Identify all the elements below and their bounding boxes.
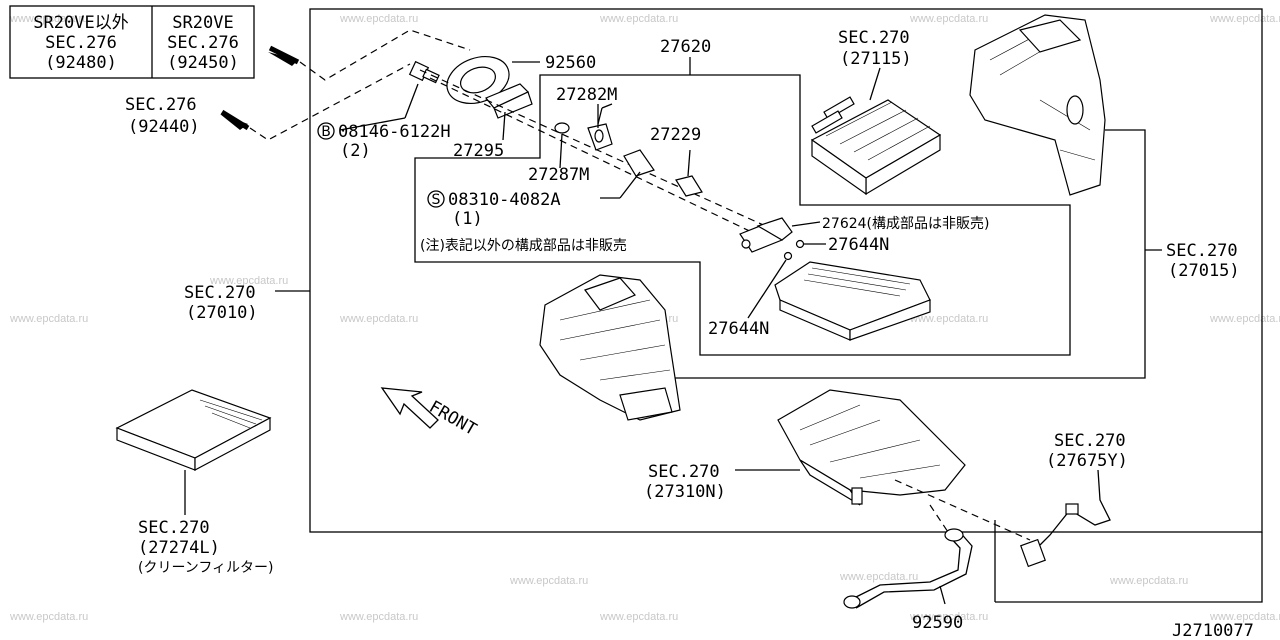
- label-27295[interactable]: 27295: [453, 141, 504, 161]
- ref-right-line2[interactable]: SEC.276: [167, 33, 239, 53]
- watermark: www.epcdata.ru: [509, 575, 588, 587]
- label-sec270-27010[interactable]: SEC.270: [184, 283, 256, 303]
- ref-table: SR20VE以外 SEC.276 (92480) SR20VE SEC.276 …: [9, 5, 255, 79]
- heater-core-part: [810, 96, 942, 196]
- label-sec270-27274l[interactable]: SEC.270: [138, 518, 210, 538]
- ref-right-line1: SR20VE: [172, 13, 233, 33]
- label-clean-filter: (クリーンフィルター): [138, 560, 274, 576]
- screw-marker-letter: S: [432, 192, 441, 208]
- label-bolt-code[interactable]: 08146-6122H: [338, 122, 451, 142]
- label-27229[interactable]: 27229: [650, 125, 701, 145]
- watermark: www.epcdata.ru: [839, 571, 918, 583]
- intake-unit-part: [539, 274, 681, 421]
- bracket-lower-right: [995, 532, 1263, 603]
- leader-dash: [894, 479, 1031, 541]
- bracket-27015: [665, 129, 1146, 379]
- arrow-icon: [268, 45, 300, 65]
- leader-dash: [929, 504, 951, 536]
- clip-part: [675, 149, 703, 197]
- sensor-part: [1020, 469, 1111, 568]
- watermark: www.epcdata.ru: [339, 611, 418, 623]
- label-27310n: (27310N): [644, 482, 726, 502]
- ring-part: [783, 251, 793, 261]
- label-bolt-qty: (2): [340, 141, 371, 161]
- watermark: www.epcdata.ru: [1109, 575, 1188, 587]
- watermark: www.epcdata.ru: [1209, 611, 1280, 623]
- watermark: www.epcdata.ru: [599, 611, 678, 623]
- note-text: (注)表記以外の構成部品は非販売: [420, 237, 627, 254]
- label-27274l: (27274L): [138, 538, 220, 558]
- screw-marker-icon: [427, 190, 445, 208]
- front-arrow: FRONT: [380, 387, 480, 440]
- lower-case-part: [777, 389, 966, 506]
- ref-left-line3: (92480): [45, 53, 117, 73]
- ref-left-line1: SR20VE以外: [33, 13, 128, 33]
- label-92590[interactable]: 92590: [912, 613, 963, 633]
- label-27620[interactable]: 27620: [660, 37, 711, 57]
- watermark: www.epcdata.ru: [909, 611, 988, 623]
- actuator-part: [739, 217, 821, 253]
- label-92560[interactable]: 92560: [545, 53, 596, 73]
- bolt-part: [404, 60, 440, 119]
- arrow-icon: [268, 52, 298, 66]
- bracket-part: [485, 83, 533, 141]
- label-sec276[interactable]: SEC.276: [125, 95, 197, 115]
- watermark: www.epcdata.ru: [909, 13, 988, 25]
- label-sec270-27015[interactable]: SEC.270: [1166, 241, 1238, 261]
- watermark: www.epcdata.ru: [9, 611, 88, 623]
- screw-part: [619, 149, 655, 199]
- cabin-filter-part: [115, 389, 272, 515]
- watermark: www.epcdata.ru: [1209, 13, 1280, 25]
- label-sec270-27310n[interactable]: SEC.270: [648, 462, 720, 482]
- subassembly-outline: [414, 74, 1071, 356]
- ref-table-border: [9, 5, 255, 79]
- label-27644n-lower[interactable]: 27644N: [708, 319, 769, 339]
- part-27282m: [587, 103, 613, 151]
- shaft-dash: [429, 77, 761, 237]
- label-27010: (27010): [186, 303, 258, 323]
- washer-part: [554, 122, 570, 169]
- leader-27115: [869, 67, 881, 101]
- watermark: www.epcdata.ru: [339, 13, 418, 25]
- main-frame: [309, 8, 1263, 533]
- watermark: www.epcdata.ru: [909, 313, 988, 325]
- label-front: FRONT: [426, 397, 480, 440]
- label-27015: (27015): [1168, 261, 1240, 281]
- label-27115: (27115): [840, 49, 912, 69]
- label-92440: (92440): [128, 117, 200, 137]
- label-screw-qty: (1): [452, 209, 483, 229]
- label-screw-code[interactable]: 08310-4082A: [448, 190, 561, 210]
- ring-part: [795, 239, 805, 249]
- label-27675y: (27675Y): [1046, 451, 1128, 471]
- ref-left-line2[interactable]: SEC.276: [45, 33, 117, 53]
- label-sec270-27675y[interactable]: SEC.270: [1054, 431, 1126, 451]
- leader-dash: [299, 29, 471, 81]
- housing-right-part: [969, 14, 1106, 196]
- watermark: www.epcdata.ru: [209, 275, 288, 287]
- watermark: www.epcdata.ru: [339, 313, 418, 325]
- leader-27644n: [747, 259, 787, 319]
- ref-right-line3: (92450): [167, 53, 239, 73]
- label-27624[interactable]: 27624(構成部品は非販売): [822, 216, 989, 232]
- evaporator-part: [774, 261, 931, 341]
- watermark: www.epcdata.ru: [9, 13, 88, 25]
- grommet-part: [446, 56, 540, 104]
- watermark: www.epcdata.ru: [9, 313, 88, 325]
- watermark: www.epcdata.ru: [1209, 313, 1280, 325]
- label-sec270-27115[interactable]: SEC.270: [838, 28, 910, 48]
- arrow-icon: [220, 109, 250, 131]
- bolt-marker-letter: B: [321, 124, 331, 140]
- front-arrow-icon: [380, 387, 439, 429]
- leader-bolt: [339, 117, 406, 131]
- watermark: www.epcdata.ru: [599, 13, 678, 25]
- drain-hose-part: [843, 528, 973, 609]
- label-27287m[interactable]: 27287M: [528, 165, 589, 185]
- diagram-id: J2710077: [1172, 621, 1254, 640]
- label-27644n-upper[interactable]: 27644N: [828, 235, 889, 255]
- label-27282m[interactable]: 27282M: [556, 85, 617, 105]
- bolt-marker-icon: [317, 122, 335, 140]
